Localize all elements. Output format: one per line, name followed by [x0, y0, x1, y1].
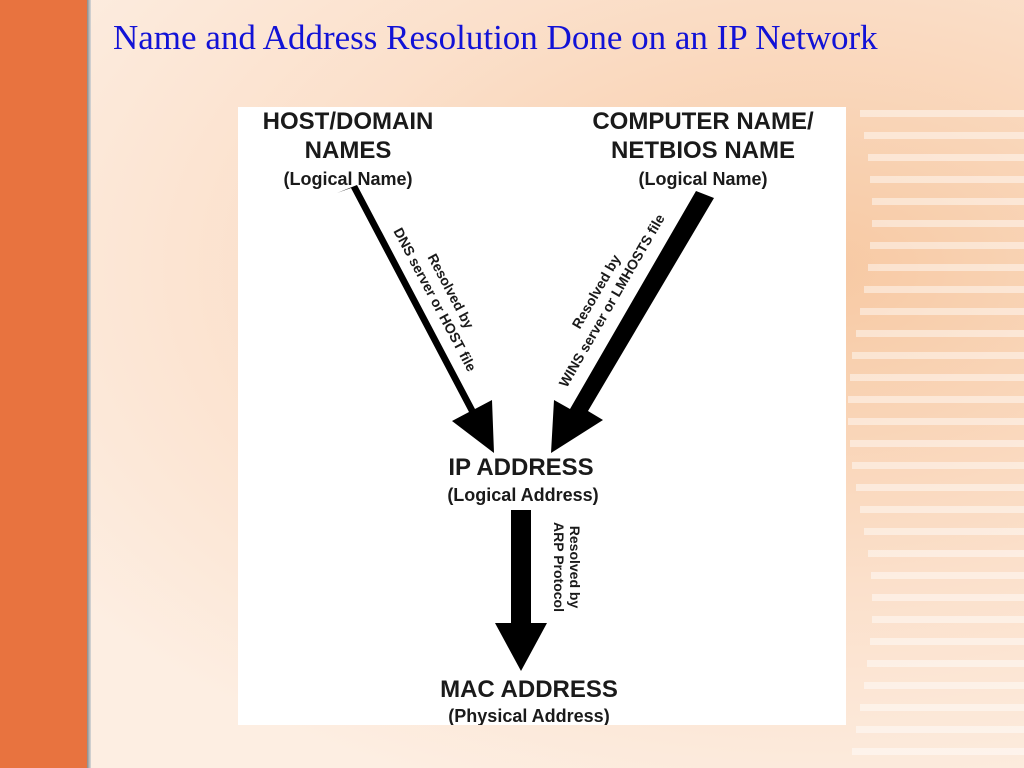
arrow-dns-shape	[337, 185, 494, 453]
edge-arp-label: Resolved by ARP Protocol	[551, 522, 583, 612]
background-stripe	[868, 264, 1024, 271]
node-ip-address: IP ADDRESS (Logical Address)	[447, 454, 598, 505]
background-stripe	[872, 616, 1024, 623]
background-stripe	[856, 726, 1024, 733]
background-stripe	[860, 110, 1024, 117]
background-stripe	[860, 704, 1024, 711]
background-stripe	[868, 154, 1024, 161]
background-stripe	[870, 242, 1024, 249]
background-stripe	[868, 550, 1024, 557]
node-computer-line2: NETBIOS NAME	[611, 137, 795, 164]
background-stripe	[860, 506, 1024, 513]
node-ip-sub: (Logical Address)	[447, 485, 598, 505]
edge-arp-line1: Resolved by	[567, 526, 583, 609]
node-mac-line1: MAC ADDRESS	[440, 676, 618, 703]
arrow-wins-shape	[551, 191, 714, 453]
node-computer-line1: COMPUTER NAME/	[592, 108, 814, 135]
node-host-domain-names: HOST/DOMAIN NAMES (Logical Name)	[263, 108, 434, 189]
accent-bar	[0, 0, 87, 768]
background-stripe	[872, 594, 1024, 601]
node-host-line2: NAMES	[305, 137, 392, 164]
edge-arp-line2: ARP Protocol	[551, 522, 567, 612]
background-stripe	[852, 462, 1024, 469]
background-stripe	[850, 374, 1024, 381]
background-stripe	[848, 418, 1024, 425]
background-stripe	[867, 660, 1024, 667]
edge-dns-line2: DNS server or HOST file	[390, 225, 479, 374]
node-mac-sub: (Physical Address)	[448, 706, 609, 725]
background-stripe	[871, 572, 1024, 579]
background-stripe	[872, 198, 1024, 205]
node-computer-sub: (Logical Name)	[638, 169, 767, 189]
arrow-dns: Resolved by DNS server or HOST file	[337, 185, 494, 453]
background-stripe	[852, 748, 1024, 755]
background-stripe	[870, 638, 1024, 645]
background-stripe	[864, 682, 1024, 689]
background-stripe	[870, 176, 1024, 183]
background-stripe	[850, 440, 1024, 447]
node-ip-line1: IP ADDRESS	[448, 454, 593, 481]
background-stripe	[872, 220, 1024, 227]
arrow-arp: Resolved by ARP Protocol	[495, 510, 583, 671]
node-mac-address: MAC ADDRESS (Physical Address)	[440, 676, 618, 725]
arrow-arp-shape	[495, 510, 547, 671]
background-stripe	[864, 132, 1024, 139]
diagram-canvas: HOST/DOMAIN NAMES (Logical Name) COMPUTE…	[263, 108, 814, 725]
node-host-sub: (Logical Name)	[283, 169, 412, 189]
background-stripe	[848, 396, 1024, 403]
arrow-wins: Resolved by WINS server or LMHOSTS file	[551, 191, 714, 453]
background-stripe	[852, 352, 1024, 359]
node-computer-netbios-name: COMPUTER NAME/ NETBIOS NAME (Logical Nam…	[592, 108, 814, 189]
accent-bar-edge	[87, 0, 91, 768]
background-stripe	[864, 286, 1024, 293]
background-stripe	[856, 484, 1024, 491]
node-host-line1: HOST/DOMAIN	[263, 108, 434, 135]
resolution-diagram: HOST/DOMAIN NAMES (Logical Name) COMPUTE…	[238, 107, 846, 725]
slide-title: Name and Address Resolution Done on an I…	[113, 18, 878, 57]
background-stripe	[864, 528, 1024, 535]
background-stripe	[856, 330, 1024, 337]
background-stripe	[860, 308, 1024, 315]
